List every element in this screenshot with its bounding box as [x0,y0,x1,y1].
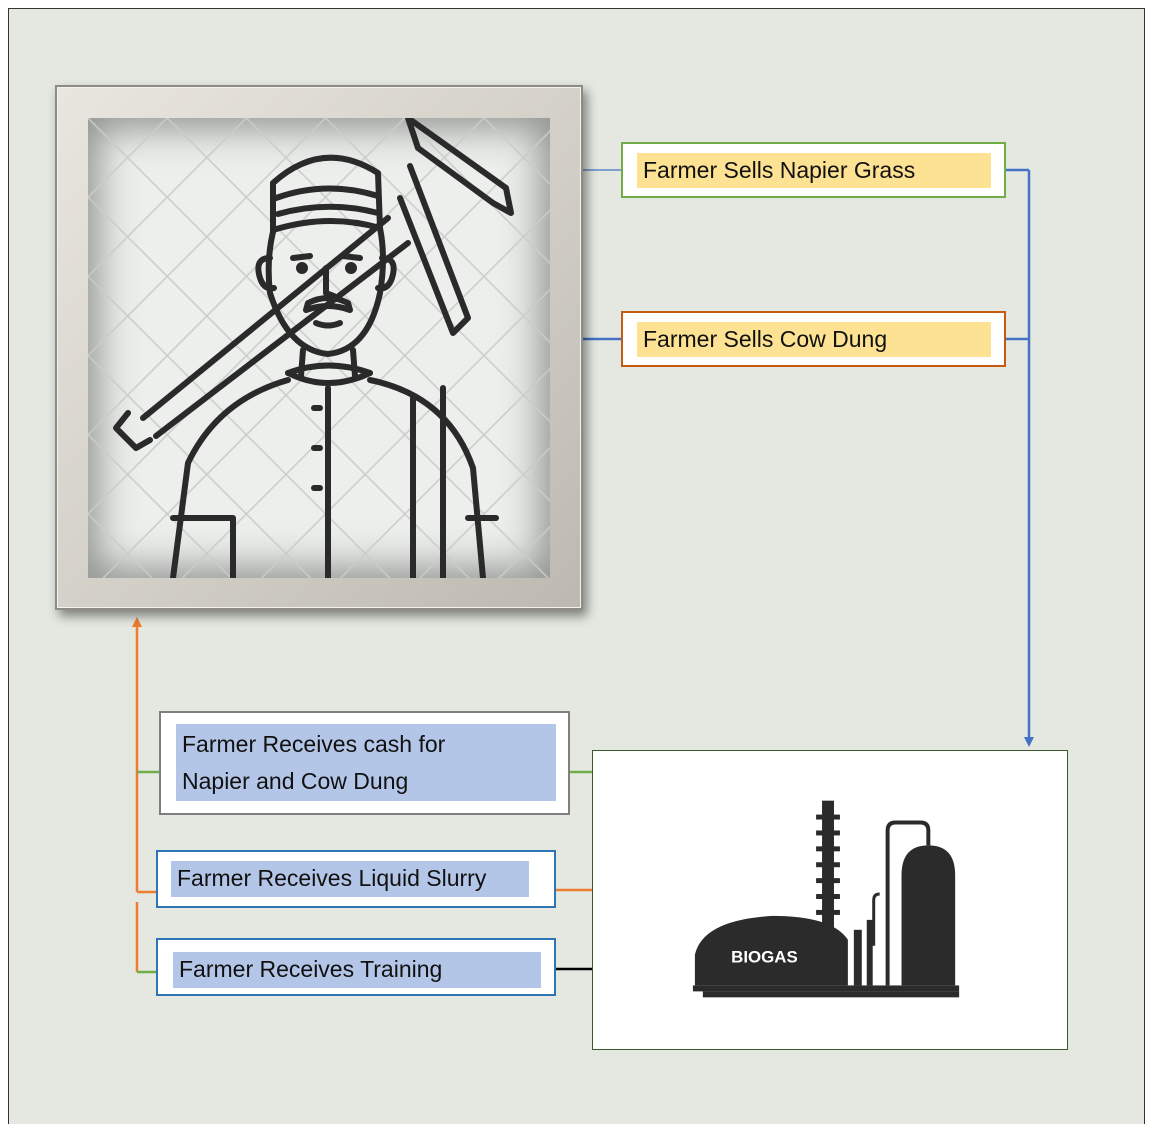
biogas-sign-text: BIOGAS [731,948,798,967]
receive-cash-line-1: Farmer Receives cash for [182,726,556,763]
sell-cow-dung-box: Farmer Sells Cow Dung [621,311,1006,367]
biogas-plant-box: BIOGAS [592,750,1068,1050]
receive-liquid-slurry-box: Farmer Receives Liquid Slurry [156,850,556,908]
receive-cash-box: Farmer Receives cash for Napier and Cow … [159,711,570,815]
farmer-picture-frame [55,85,583,610]
receive-liquid-slurry-label: Farmer Receives Liquid Slurry [171,861,529,897]
farmer-picture [88,118,550,578]
receive-training-box: Farmer Receives Training [156,938,556,996]
farmer-with-pickaxe-icon [88,118,550,578]
receive-cash-label: Farmer Receives cash for Napier and Cow … [176,724,556,801]
sell-napier-grass-label: Farmer Sells Napier Grass [637,153,991,188]
sell-napier-grass-box: Farmer Sells Napier Grass [621,142,1006,198]
receive-cash-line-2: Napier and Cow Dung [182,763,556,800]
biogas-plant-icon: BIOGAS [593,751,1067,1049]
receive-training-label: Farmer Receives Training [173,952,541,988]
sell-cow-dung-label: Farmer Sells Cow Dung [637,322,991,357]
